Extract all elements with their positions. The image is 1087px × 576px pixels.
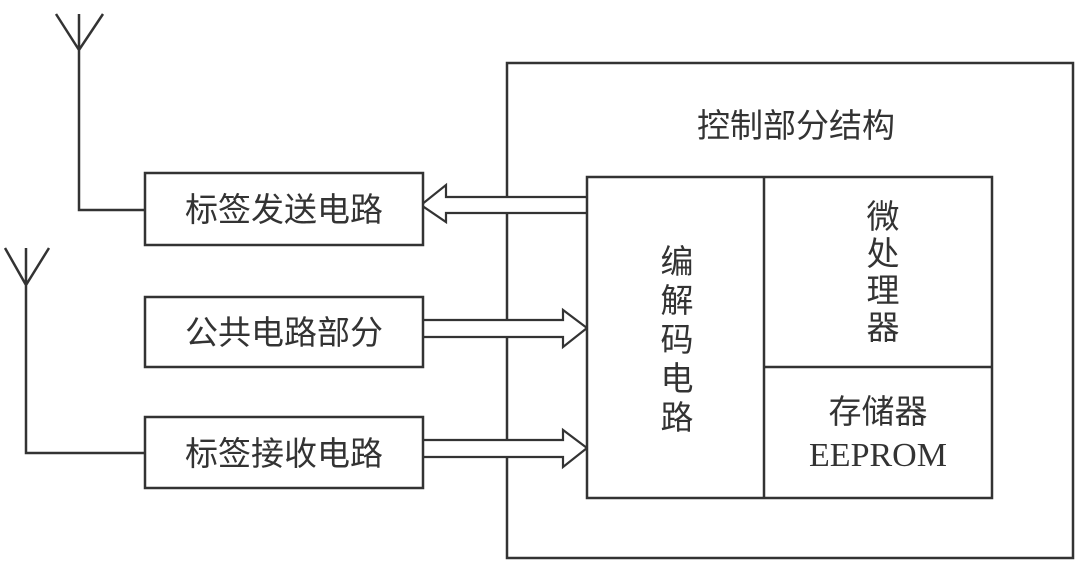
codec-char: 编 xyxy=(661,242,694,281)
common-circuit-block: 公共电路部分 xyxy=(143,295,425,369)
eeprom-label: EEPROM xyxy=(809,437,947,474)
send-circuit-label: 标签发送电路 xyxy=(185,190,383,229)
codec-char: 路 xyxy=(661,398,694,437)
common-circuit-label: 公共电路部分 xyxy=(185,313,383,352)
codec-circuit-label: 编 解 码 电 路 xyxy=(661,242,694,437)
arrow-from-receive-circuit xyxy=(423,427,589,470)
microprocessor-label: 微 处 理 器 xyxy=(867,197,900,347)
mcu-char: 微 xyxy=(867,197,900,236)
antenna-icon-receive xyxy=(3,247,145,455)
codec-char: 码 xyxy=(661,320,694,359)
codec-char: 解 xyxy=(661,281,694,320)
control-section-title: 控制部分结构 xyxy=(697,106,895,145)
codec-char: 电 xyxy=(661,359,694,398)
receive-circuit-label: 标签接收电路 xyxy=(185,434,383,473)
mcu-char: 器 xyxy=(867,308,900,347)
receive-circuit-block: 标签接收电路 xyxy=(143,415,425,490)
antenna-icon-transmit xyxy=(54,13,145,212)
memory-label: 存储器 xyxy=(829,392,928,431)
control-inner-block xyxy=(585,175,994,500)
arrow-from-common-circuit xyxy=(423,307,589,350)
send-circuit-block: 标签发送电路 xyxy=(143,171,425,247)
mcu-char: 处 xyxy=(867,234,900,273)
mcu-char: 理 xyxy=(867,271,900,310)
